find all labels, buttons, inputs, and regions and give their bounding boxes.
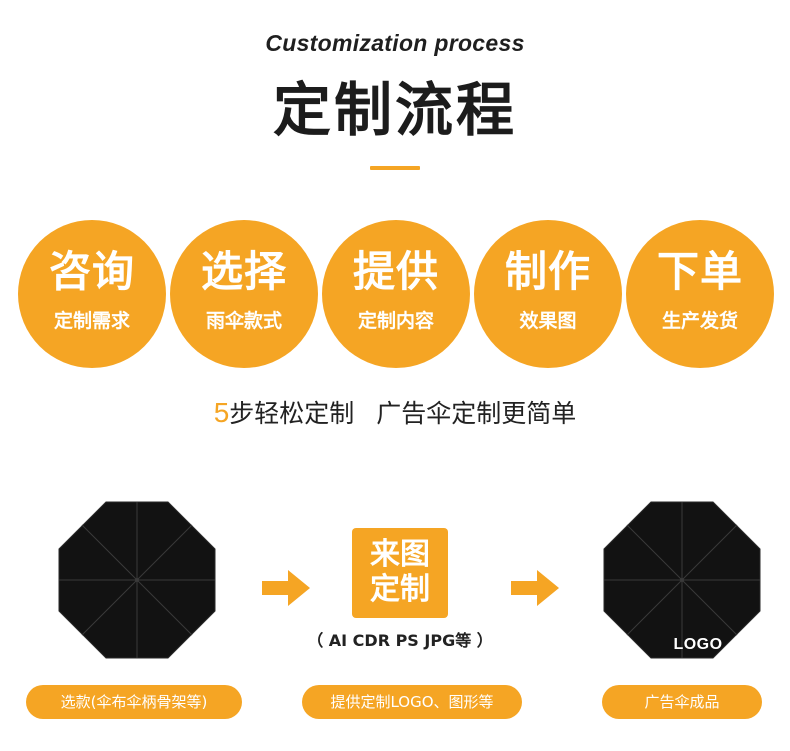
- subtitle-english: Customization process: [265, 30, 525, 56]
- step-subtitle: 雨伞款式: [205, 310, 282, 332]
- step-order: 下单 生产发货: [626, 220, 774, 368]
- step-title: 提供: [352, 247, 439, 296]
- steps-row: 咨询 定制需求 选择 雨伞款式 提供 定制内容 制作 效果图 下单 生产发货: [18, 220, 778, 368]
- custom-design-box: 来图 定制: [352, 528, 448, 618]
- arrow-right-icon: [511, 570, 559, 606]
- logo-umbrella-image: [603, 501, 761, 659]
- step-provide: 提供 定制内容: [322, 220, 470, 368]
- step-title: 制作: [504, 247, 591, 296]
- custom-box-line-2: 定制: [370, 572, 430, 607]
- label-provide-logo: 提供定制LOGO、图形等: [302, 685, 522, 719]
- step-title: 咨询: [48, 247, 135, 296]
- slogan: 5步轻松定制广告伞定制更简单: [0, 393, 790, 434]
- step-subtitle: 效果图: [519, 310, 577, 332]
- page-title: 定制流程: [272, 76, 517, 144]
- step-title: 选择: [200, 247, 287, 296]
- logo-print-text: LOGO: [673, 636, 723, 653]
- custom-box-line-1: 来图: [370, 537, 430, 572]
- step-choose: 选择 雨伞款式: [170, 220, 318, 368]
- plain-umbrella-image: [58, 501, 216, 659]
- step-subtitle: 生产发货: [661, 310, 738, 332]
- arrow-right-icon: [262, 570, 310, 606]
- step-consult: 咨询 定制需求: [18, 220, 166, 368]
- slogan-number: 5: [213, 397, 230, 428]
- label-choose-style: 选款(伞布伞柄骨架等): [26, 685, 242, 719]
- step-subtitle: 定制需求: [53, 310, 130, 332]
- step-subtitle: 定制内容: [357, 310, 434, 332]
- slogan-part-1: 步轻松定制: [229, 399, 355, 428]
- label-finished-product: 广告伞成品: [602, 685, 762, 719]
- step-make: 制作 效果图: [474, 220, 622, 368]
- title-underline: [370, 166, 420, 170]
- slogan-part-2: 广告伞定制更简单: [376, 399, 577, 428]
- file-formats: （ AI CDR PS JPG等 ）: [307, 631, 493, 650]
- step-title: 下单: [656, 247, 743, 296]
